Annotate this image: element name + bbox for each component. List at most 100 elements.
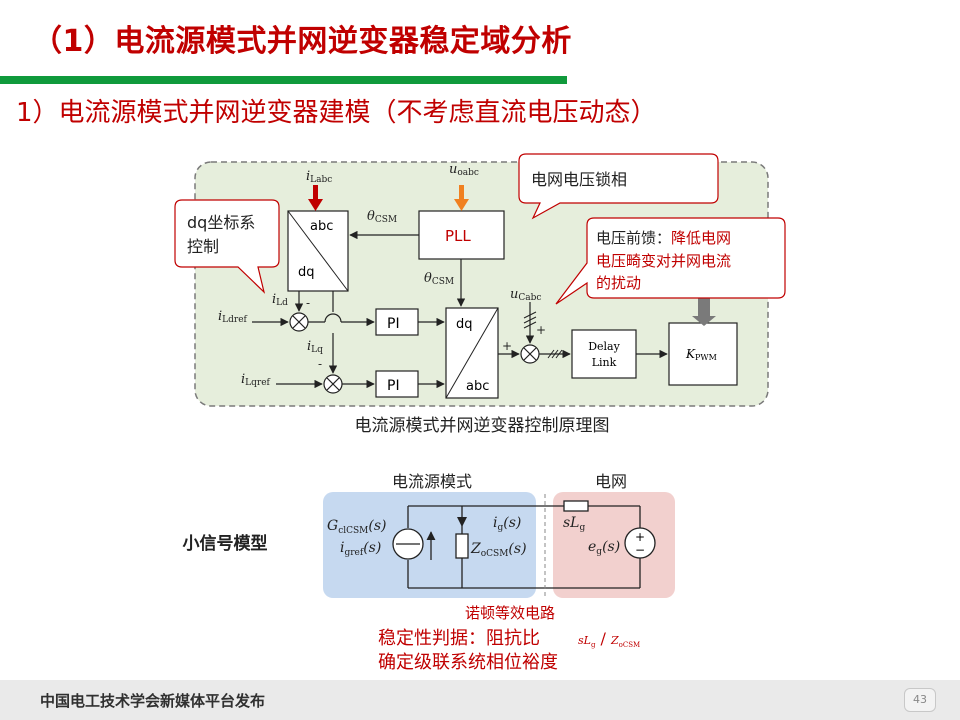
control-diagram: abc dq PLL PI PI dq abc Delay Link KPWM: [174, 153, 786, 673]
label-small-signal-eg-sub: g: [596, 547, 602, 557]
label-control-diagram-u-cabc-sub: Cabc: [518, 293, 541, 303]
label-control-diagram-callout-ff-rest: 降低电网: [671, 229, 731, 247]
label-control-diagram-theta-top-main: θ: [367, 209, 375, 224]
delay-line2: Link: [592, 356, 617, 369]
callout-feedforward: 电压前馈：降低电网 电压畸变对并网电流 的扰动: [555, 217, 786, 305]
callout-ff-line2: 电压畸变对并网电流: [596, 252, 731, 270]
label-small-signal-g-cl-main: G: [327, 518, 338, 534]
grid-label: 电网: [595, 472, 627, 491]
pi-block-top: PI: [375, 308, 419, 336]
callout-dq-line1: dq坐标系: [187, 213, 255, 232]
pll-block: PLL: [418, 210, 505, 260]
label-small-signal-ig-main: i: [493, 515, 497, 531]
label-small-signal-g-cl-arg: (s): [368, 518, 386, 534]
label-small-signal-ratio-den: Z: [610, 634, 619, 647]
title-underline: [0, 76, 567, 84]
label-control-diagram-i-lqref-sub: Lqref: [245, 378, 270, 388]
label-i-ld: iLd: [272, 292, 288, 308]
label-small-signal-eg-arg: (s): [602, 539, 620, 555]
kpwm-sub: PWM: [695, 353, 717, 362]
kpwm-block: KPWM: [668, 298, 738, 386]
label-small-signal-i-gref-arg: (s): [363, 540, 381, 556]
slide-subtitle: 1）电流源模式并网逆变器建模（不考虑直流电压动态）: [16, 98, 657, 128]
label-control-diagram-i-lqref-main: i: [241, 372, 245, 387]
label-u-cabc: uCabc: [510, 287, 541, 303]
label-small-signal-g-cl-sub: clCSM: [338, 526, 368, 536]
label-i-lq: iLq: [307, 339, 323, 355]
sign-plus-top: +: [536, 323, 546, 337]
svg-text:+: +: [635, 530, 645, 544]
label-small-signal-ratio-num-sub: g: [591, 641, 596, 649]
abc-dq-label-top: abc: [310, 219, 333, 234]
label-eg: eg(s): [588, 539, 620, 557]
label-igref: igref(s): [340, 540, 381, 558]
label-slg: sLg: [563, 515, 585, 533]
grid-inductance: [563, 500, 589, 512]
abc-dq-transform-block: abc dq: [287, 210, 349, 292]
grid-voltage-source: + −: [624, 527, 656, 559]
label-control-diagram-i-ldref-main: i: [218, 309, 222, 324]
label-control-diagram-i-lq-main: i: [307, 339, 311, 354]
callout-ff-line3: 的扰动: [596, 274, 641, 292]
label-control-diagram-i-labc-sub: Labc: [310, 175, 332, 185]
callout-dq-line2: 控制: [187, 237, 219, 256]
dq-abc-transform-block: dq abc: [445, 307, 499, 399]
label-i-labc: iLabc: [306, 169, 332, 185]
callout-dq: dq坐标系 控制: [174, 199, 280, 294]
label-control-diagram-i-ld-main: i: [272, 292, 276, 307]
label-theta-mid: θCSM: [424, 271, 454, 287]
svg-text:KPWM: KPWM: [685, 347, 717, 362]
abc-dq-label-bottom: dq: [298, 265, 315, 280]
label-control-diagram-i-ldref-sub: Ldref: [222, 315, 247, 325]
pi-bottom-label: PI: [387, 378, 400, 394]
label-small-signal-sl-main: sL: [563, 515, 579, 531]
signal-lines: [252, 230, 668, 389]
dq-abc-label-bottom: abc: [466, 379, 489, 394]
three-phase-marks: [523, 311, 563, 359]
callout-pll: 电网电压锁相: [518, 153, 719, 220]
label-small-signal-i-gref-sub: gref: [344, 548, 363, 558]
current-mode-label: 电流源模式: [392, 472, 472, 491]
label-control-diagram-theta-top-sub: CSM: [375, 215, 397, 225]
phase-margin-label: 确定级联系统相位裕度: [378, 652, 558, 673]
label-control-diagram-i-lq-sub: Lq: [311, 345, 323, 355]
current-ig-arrow: [457, 517, 467, 527]
callout-ff-line1: 电压前馈：降低电网: [596, 229, 731, 247]
label-small-signal-z-arg: (s): [508, 541, 526, 557]
label-small-signal-z-sub: oCSM: [481, 549, 509, 559]
label-small-signal-i-gref-main: i: [340, 540, 344, 556]
delay-link-block: Delay Link: [571, 329, 637, 379]
pi-block-bottom: PI: [375, 370, 419, 398]
csm-region: [323, 492, 536, 598]
label-control-diagram-i-labc-main: i: [306, 169, 310, 184]
label-small-signal-ig-arg: (s): [503, 515, 521, 531]
label-ig: ig(s): [493, 515, 521, 533]
norton-label: 诺顿等效电路: [465, 604, 555, 622]
i-labc-arrow: [308, 185, 323, 211]
label-control-diagram-u-cabc-main: u: [510, 287, 518, 302]
label-gclcsm: GclCSM(s): [327, 518, 386, 536]
grid-region: [553, 492, 675, 598]
label-i-lqref: iLqref: [241, 372, 271, 388]
label-control-diagram-u-oabc-main: u: [449, 162, 457, 177]
label-control-diagram-callout-ff-label: 电压前馈：: [596, 229, 671, 247]
pi-top-label: PI: [387, 316, 400, 332]
label-small-signal-eg-main: e: [588, 539, 596, 555]
slide-title: （1）电流源模式并网逆变器稳定域分析: [32, 24, 572, 59]
label-control-diagram-theta-mid-main: θ: [424, 271, 432, 286]
label-small-signal-ig-sub: g: [497, 523, 503, 533]
sign-plus-left: +: [502, 339, 512, 353]
label-theta-top: θCSM: [367, 209, 397, 225]
svg-text:−: −: [635, 543, 645, 557]
kpwm-output-arrow: [698, 298, 710, 320]
label-control-diagram-u-oabc-sub: oabc: [457, 168, 479, 178]
label-control-diagram-i-ld-sub: Ld: [276, 298, 288, 308]
u-oabc-arrow: [454, 185, 469, 211]
small-signal-label: 小信号模型: [183, 533, 268, 554]
footer-bar: [0, 680, 960, 720]
label-small-signal-z-main: Z: [470, 541, 481, 557]
impedance-zocsm: [455, 533, 469, 559]
current-source: [392, 528, 436, 560]
label-small-signal-ratio-num: sL: [578, 634, 591, 647]
callout-pll-text: 电网电压锁相: [531, 170, 627, 189]
